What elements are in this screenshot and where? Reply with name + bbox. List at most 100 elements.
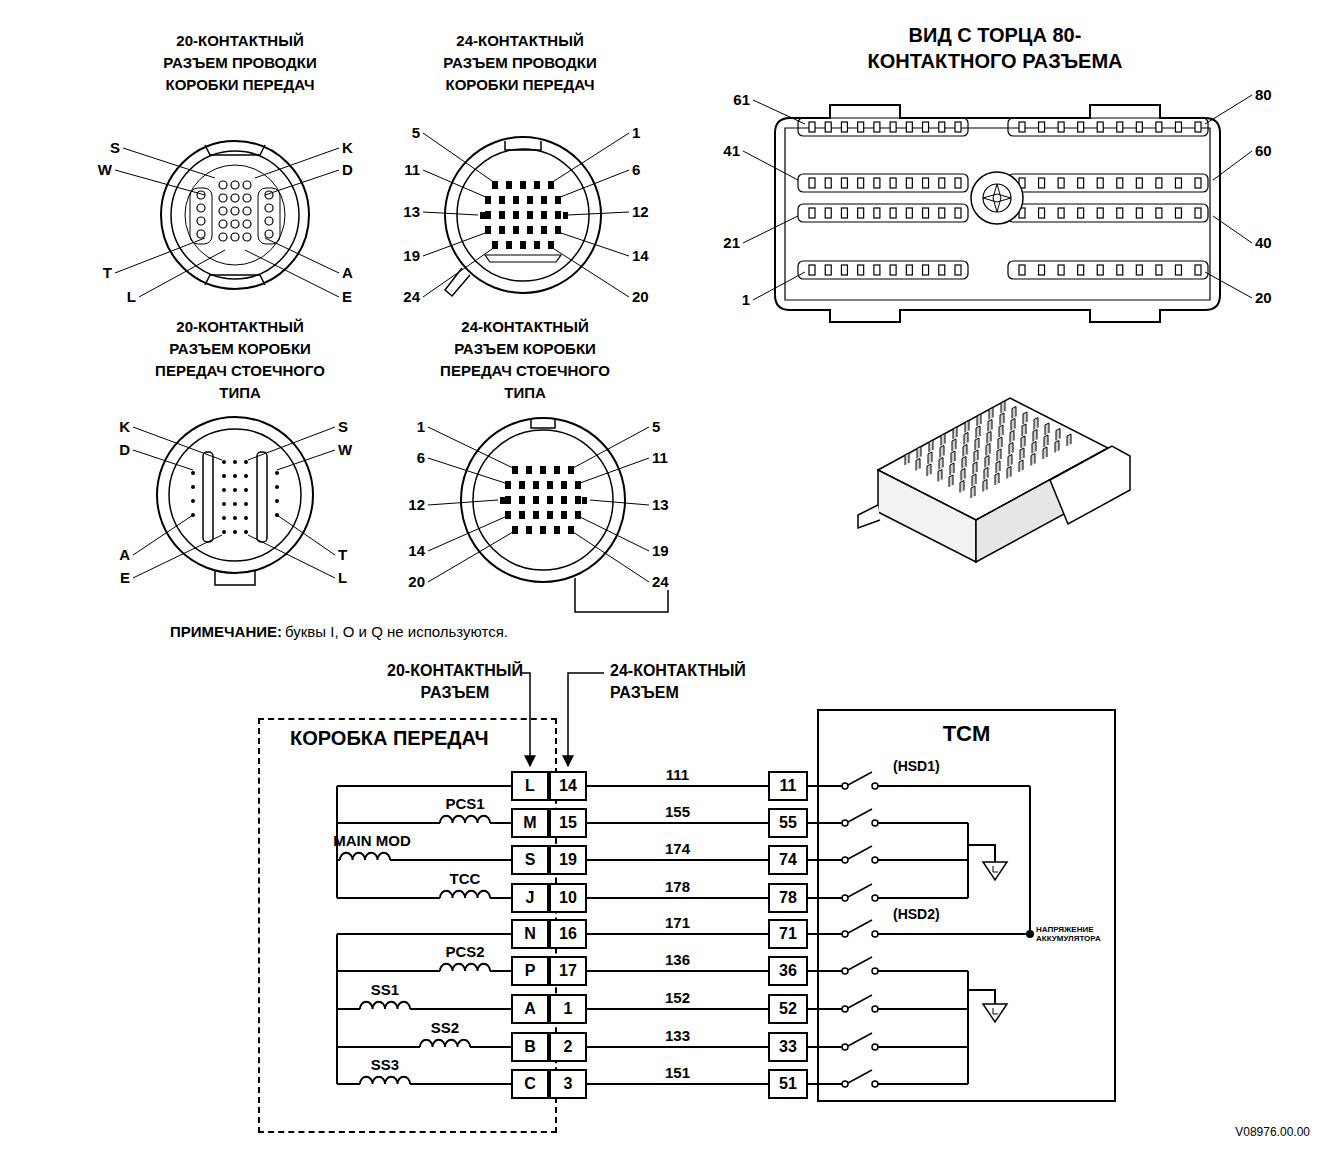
pin-terminal: [955, 208, 961, 218]
pin-hole: [233, 460, 237, 464]
pin-terminal: [809, 122, 815, 132]
callout-number: 19: [403, 247, 420, 265]
solenoid-coil: [360, 1002, 410, 1009]
pin-terminal: [534, 181, 540, 189]
connector-key: [485, 255, 561, 262]
pin-terminal: [858, 178, 864, 188]
wire: [878, 1083, 968, 1085]
switch-contact: [842, 1081, 848, 1087]
pin-terminal: [575, 511, 581, 519]
connector-pin-box: 19: [549, 845, 587, 875]
cooling-fin: [997, 449, 1001, 461]
leader-line: [580, 458, 649, 483]
leader-line: [1213, 216, 1252, 243]
pin-hole: [243, 181, 251, 189]
pin-label: 11: [780, 777, 797, 795]
pin-label: 78: [779, 889, 797, 907]
leader-line: [1213, 151, 1252, 180]
leader-line: [423, 232, 488, 256]
pin-terminal: [1136, 208, 1142, 218]
cooling-fin: [974, 450, 978, 462]
pin-terminal: [561, 511, 567, 519]
connector-outline: [161, 141, 309, 289]
connector-pin-box: P: [511, 956, 549, 986]
solenoid-coil: [360, 1077, 410, 1084]
pin-terminal: [533, 496, 539, 504]
pin-terminal: [825, 265, 831, 275]
pin-terminal: [527, 211, 533, 219]
cooling-fin: [1008, 455, 1012, 467]
pin-label: 1: [564, 1000, 573, 1018]
transmission-boundary: КОРОБКА ПЕРЕДАЧLMSJNPABC: [258, 718, 557, 1133]
pin-terminal: [1039, 265, 1045, 275]
pin-hole: [275, 499, 279, 503]
cooling-fin: [928, 452, 932, 464]
pin-terminal: [1117, 208, 1123, 218]
cooling-fin: [996, 461, 1000, 473]
pin-terminal: [906, 122, 912, 132]
leader-line: [743, 151, 798, 180]
pin-terminal: [1078, 265, 1084, 275]
connector-key: [205, 275, 265, 285]
pin-terminal: [1097, 208, 1103, 218]
pin-hole: [244, 488, 248, 492]
pin-terminal: [955, 265, 961, 275]
pin-terminal: [1097, 265, 1103, 275]
cooling-fin: [1001, 401, 1005, 413]
text-label: 24-КОНТАКТНЫЙ РАЗЪЕМ: [610, 660, 760, 704]
pin-hole: [197, 230, 205, 238]
wire: [337, 1083, 360, 1085]
cooling-fin: [961, 469, 965, 481]
switch-contact: [842, 968, 848, 974]
callout-number: 11: [404, 161, 420, 179]
cooling-fin: [989, 408, 993, 420]
pin-terminal: [561, 496, 567, 504]
connector-pin-box: 71: [768, 919, 808, 949]
pin-terminal: [874, 122, 880, 132]
cooling-fin: [927, 464, 931, 476]
pin-terminal: [485, 211, 491, 219]
pin-terminal: [563, 212, 568, 219]
junction-dot: [1026, 930, 1034, 938]
switch-contact: [842, 820, 848, 826]
wire-connector: [587, 1046, 768, 1048]
pin-terminal: [1078, 122, 1084, 132]
pin-hole: [275, 471, 279, 475]
connector-pin-box: 17: [549, 956, 587, 986]
text-label: MAIN MOD: [333, 832, 411, 850]
pin-hole: [219, 194, 227, 202]
leader-line: [568, 212, 629, 215]
wire-connector: [587, 970, 768, 972]
cooling-fin: [952, 439, 956, 451]
leader-line: [753, 272, 805, 300]
pin-terminal: [505, 496, 511, 504]
wire: [337, 970, 440, 972]
cooling-fin: [1032, 442, 1036, 454]
pin-row-frame: [1008, 118, 1208, 136]
callout-number: W: [98, 161, 112, 179]
connector-pin-box: 2: [549, 1032, 587, 1062]
pin-hole: [243, 207, 251, 215]
callout-number: K: [119, 418, 130, 436]
switch-contact: [842, 895, 848, 901]
connector-pin-box: 36: [768, 956, 808, 986]
leader-line: [573, 532, 649, 582]
cooling-fin: [939, 458, 943, 470]
pin-terminal: [1156, 265, 1162, 275]
pin-hole: [222, 530, 226, 534]
module-mount: [858, 505, 880, 528]
callout-number: 60: [1255, 142, 1272, 160]
pin-terminal: [575, 481, 581, 489]
callout-number: 24: [652, 573, 669, 591]
callout-number: 80: [1255, 86, 1272, 104]
wire-connector: [587, 785, 768, 787]
pin-row-frame: [798, 118, 968, 136]
cooling-fin: [972, 474, 976, 486]
leader-line: [590, 500, 649, 505]
module-connector: [1050, 446, 1130, 524]
pin-terminal: [939, 122, 945, 132]
callout-number: 1: [742, 291, 750, 309]
cooling-fin: [1034, 418, 1038, 430]
pin-terminal: [512, 466, 518, 474]
